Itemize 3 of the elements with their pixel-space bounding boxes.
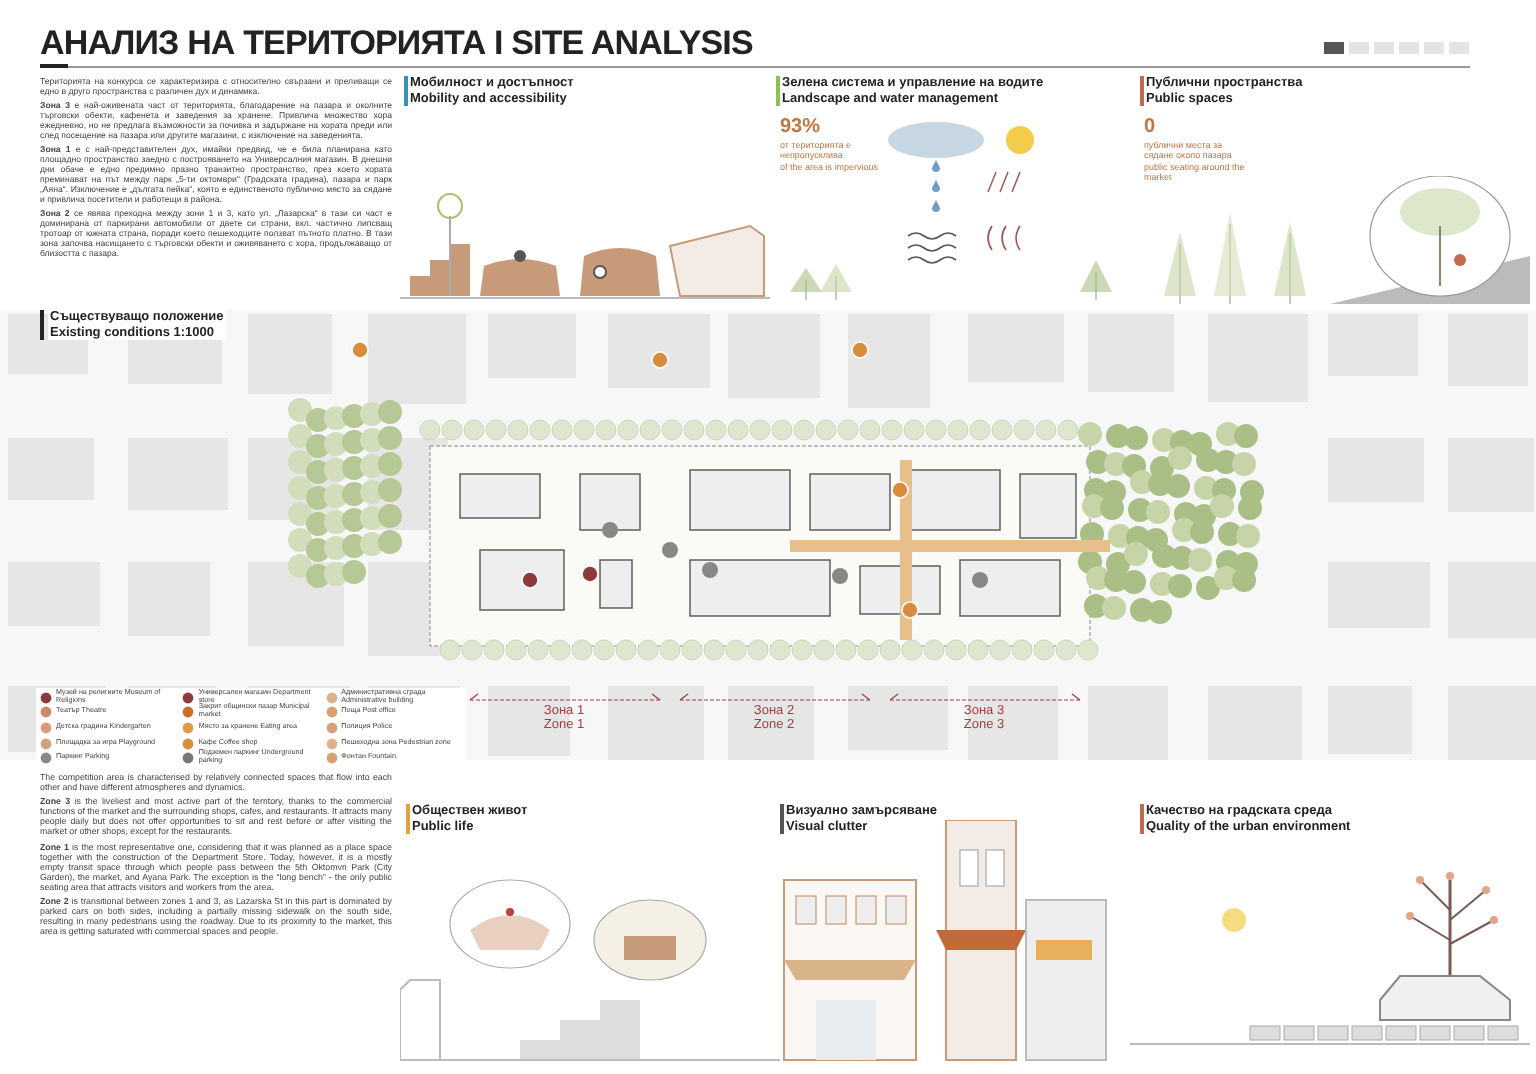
page-title: АНАЛИЗ НА ТЕРИТОРИЯТА I SITE ANALYSIS — [40, 24, 753, 64]
stat-number: 0 — [1144, 116, 1156, 138]
stat-number: 93% — [780, 116, 821, 138]
